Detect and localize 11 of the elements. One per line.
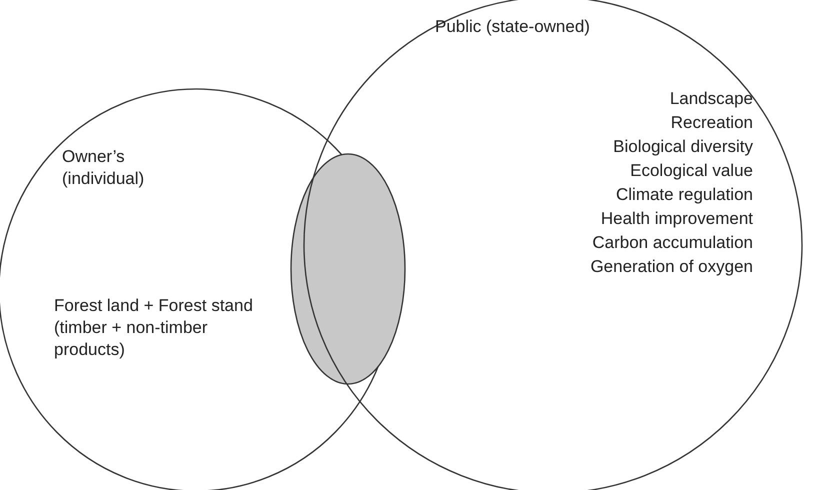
set-description: Forest land + Forest stand (timber + non-timber products) [54, 295, 254, 361]
list-item: Climate regulation [614, 184, 753, 206]
list-item: Health improvement [600, 208, 753, 230]
list-item: Generation of oxygen [589, 256, 753, 278]
list-item: Carbon accumulation [591, 232, 753, 254]
set-heading: Owner’s (individual) [62, 146, 146, 190]
list-item: Ecological value [629, 160, 753, 182]
set-heading: Public (state-owned) [435, 16, 591, 38]
list-item: Biological diversity [612, 136, 753, 158]
list-item: Recreation [670, 112, 753, 134]
list-item: Landscape [668, 88, 753, 110]
